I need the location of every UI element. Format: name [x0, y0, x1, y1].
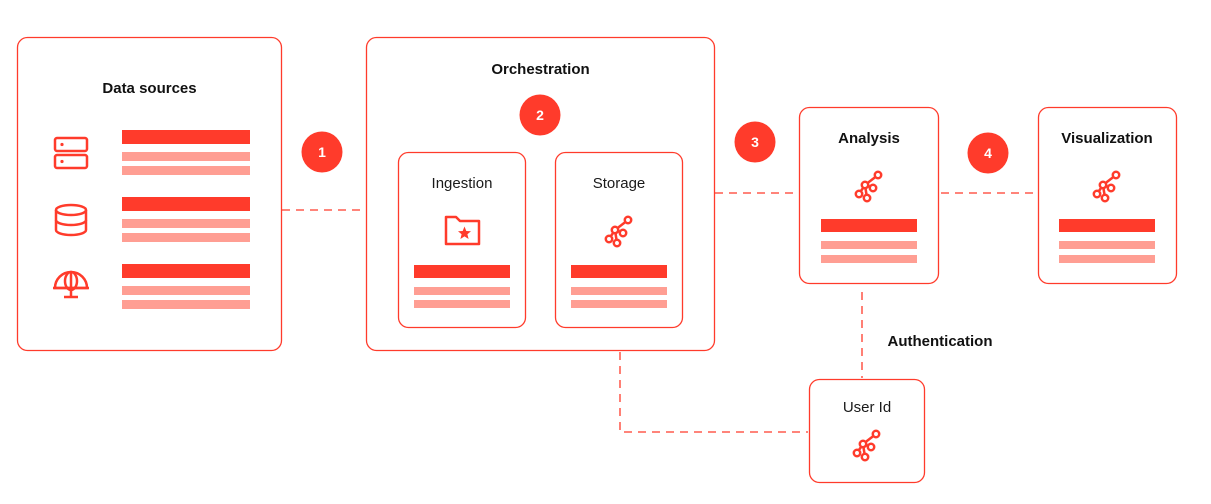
svg-text:4: 4	[984, 145, 992, 161]
step-badge-4: 4	[967, 132, 1009, 174]
svg-text:3: 3	[751, 134, 759, 150]
storage-card: Storage	[554, 151, 684, 329]
database-icon	[54, 203, 88, 237]
folder-star-icon	[444, 215, 481, 246]
data-sources-title: Data sources	[102, 80, 196, 97]
visualization-card: Visualization	[1037, 106, 1178, 285]
orchestration-panel: Orchestration 2 Ingestion Storage	[365, 36, 716, 352]
user-id-card: User Id	[808, 378, 926, 484]
ingestion-title: Ingestion	[432, 175, 493, 192]
authentication-label: Authentication	[888, 333, 993, 350]
step-badge-3: 3	[734, 121, 776, 163]
globe-network-icon	[53, 270, 89, 299]
svg-text:1: 1	[318, 144, 326, 160]
ingestion-card: Ingestion	[397, 151, 527, 329]
storage-title: Storage	[593, 175, 646, 192]
analysis-title: Analysis	[838, 130, 900, 147]
svg-text:2: 2	[536, 107, 544, 123]
data-sources-panel: Data sources	[16, 36, 283, 352]
server-icon	[53, 136, 89, 170]
analysis-card: Analysis	[798, 106, 940, 285]
orchestration-title: Orchestration	[491, 61, 589, 78]
visualization-title: Visualization	[1061, 130, 1152, 147]
step-badge-2: 2	[519, 94, 561, 136]
user-id-title: User Id	[843, 399, 891, 416]
data-source-bars	[122, 130, 250, 309]
step-badge-1: 1	[301, 131, 343, 173]
